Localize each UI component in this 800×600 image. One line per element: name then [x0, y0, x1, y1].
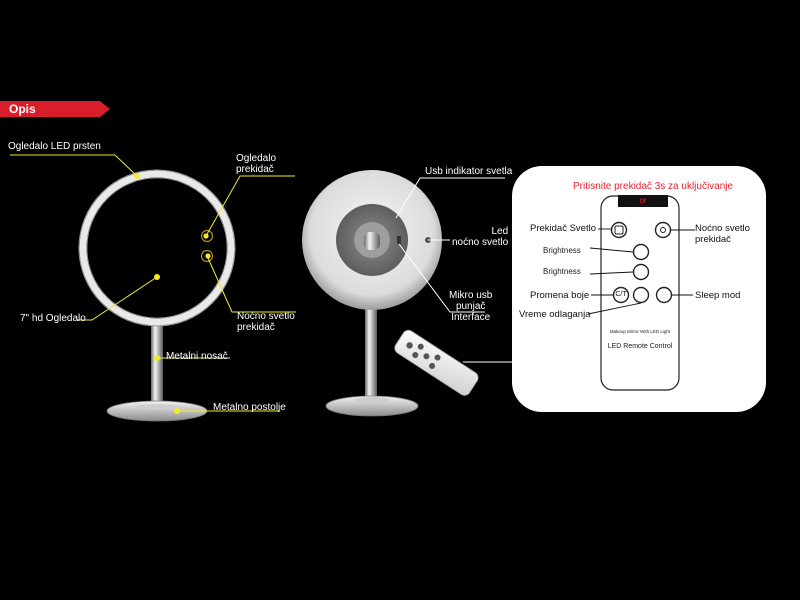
- night-switch-button: [654, 221, 672, 239]
- or-bar: [618, 195, 668, 207]
- remote-detail-panel: Pritisnite prekidač 3s za uključivanje o…: [512, 166, 766, 412]
- label-brightness-up: Brightness: [543, 246, 581, 255]
- label-metal-base: Metalno postolje: [213, 402, 286, 413]
- remote-footer-text: LED Remote Control: [607, 343, 673, 350]
- remote-device-text: Makeup Mirror With LED Light: [609, 329, 671, 334]
- power-instruction: Pritisnite prekidač 3s za uključivanje: [573, 181, 734, 192]
- color-button: [612, 286, 630, 304]
- label-timer: Vreme odlaganja: [519, 309, 591, 320]
- remote-photo: [394, 329, 479, 396]
- label-brightness-down: Brightness: [543, 267, 581, 276]
- remote-callout-lines: [587, 228, 695, 315]
- label-sleep: Sleep mod: [695, 290, 741, 301]
- label-remote-night-switch: Noćno svetlo prekidač: [695, 223, 750, 245]
- back-mirror: [302, 170, 442, 417]
- label-micro-usb: Mikro usb punjač Interface: [449, 290, 493, 323]
- label-usb-indicator: Usb indikator svetla: [425, 166, 513, 177]
- front-stand: [151, 317, 163, 409]
- front-callout-dots: [134, 173, 211, 414]
- label-led-night: Led noćno svetlo: [452, 226, 509, 248]
- front-led-ring: [78, 169, 236, 327]
- brightness-down-button: [632, 263, 650, 281]
- label-mirror-switch: Ogledalo prekidač: [236, 153, 277, 175]
- brightness-up-button: [632, 243, 650, 261]
- label-night-switch: Noćno svetlo prekidač: [237, 311, 295, 333]
- label-color: Promena boje: [530, 290, 590, 301]
- or-label: or: [639, 196, 647, 205]
- timer-button: [632, 286, 650, 304]
- light-switch-button: [610, 221, 628, 239]
- label-light-switch: Prekidač Svetlo: [530, 223, 597, 234]
- front-base: [106, 400, 208, 422]
- remote-illustration: [587, 195, 695, 391]
- front-callout-lines: [10, 154, 296, 412]
- label-metal-stand: Metalni nosač: [166, 351, 228, 362]
- ct-button-label: C/T: [615, 291, 627, 298]
- label-hd-mirror: 7" hd Ogledalo: [20, 313, 86, 324]
- back-callout-lines: [395, 177, 505, 313]
- label-led-ring: Ogledalo LED prsten: [8, 141, 101, 152]
- sleep-button: [655, 286, 673, 304]
- section-title: Opis: [9, 102, 36, 116]
- section-tab: Opis: [0, 101, 110, 117]
